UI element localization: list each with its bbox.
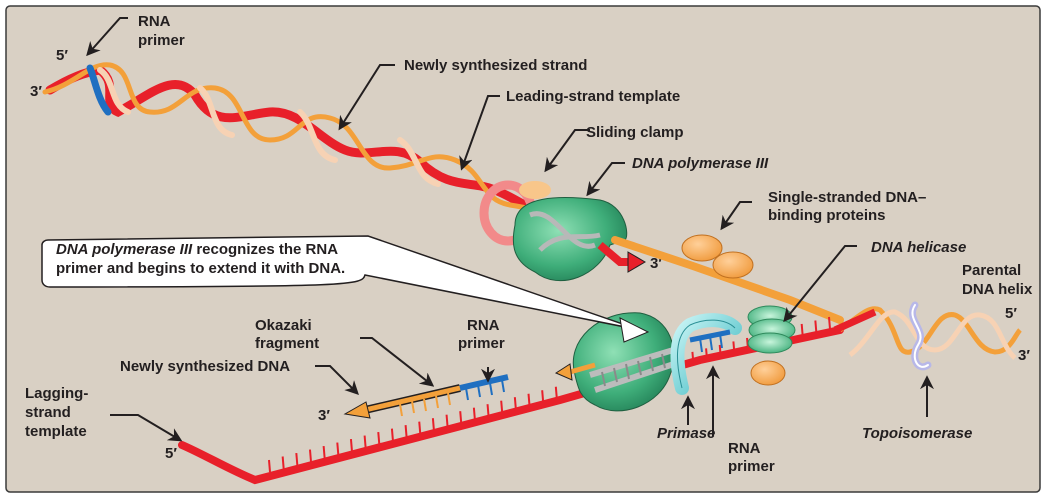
base-tick [268, 459, 271, 473]
label-ssb-1: Single-stranded DNA– [768, 189, 926, 206]
base-tick [541, 390, 545, 403]
label-rna-primer-bottom-1: RNA [728, 440, 761, 457]
leading-3-prime: 3′ [650, 255, 662, 272]
label-dna-polymerase-iii: DNA polymerase III [632, 155, 769, 172]
dna-helicase [747, 305, 796, 354]
label-leading-strand-template: Leading-strand template [506, 88, 680, 105]
callout-text: DNA polymerase III recognizes the RNA pr… [56, 240, 386, 278]
base-tick [527, 393, 531, 406]
parental-3-prime: 3′ [1018, 347, 1030, 364]
label-lagging-1: Lagging- [25, 385, 88, 402]
label-sliding-clamp: Sliding clamp [586, 124, 684, 141]
lagging-5-prime: 5′ [165, 445, 177, 462]
label-newly-synthesized-strand: Newly synthesized strand [404, 57, 587, 74]
callout-arrowhead [619, 317, 650, 343]
base-tick [336, 442, 340, 455]
top-3-prime: 3′ [30, 83, 42, 100]
base-tick [281, 456, 285, 469]
label-okazaki-1: Okazaki [255, 317, 312, 334]
base-tick [349, 438, 353, 452]
label-rna-primer-mid-2: primer [458, 335, 505, 352]
parental-5-prime: 5′ [1005, 305, 1017, 322]
base-tick [500, 400, 504, 413]
callout-bubble [41, 235, 641, 331]
base-tick [459, 411, 463, 424]
label-rna-primer-top-2: primer [138, 32, 185, 49]
callout-italic: DNA polymerase III [56, 241, 193, 258]
primase [670, 313, 742, 395]
base-tick [377, 432, 381, 445]
leader-lines [86, 17, 934, 442]
dna-polymerase-iii-lagging [554, 312, 681, 412]
base-tick [691, 351, 695, 364]
label-rna-primer-bottom-2: primer [728, 458, 775, 475]
label-lagging-3: template [25, 423, 87, 440]
okazaki-3-prime: 3′ [318, 407, 330, 424]
label-primase: Primase [657, 425, 715, 442]
base-tick [363, 435, 367, 448]
base-tick [732, 341, 736, 354]
label-ssb-2: binding proteins [768, 207, 886, 224]
base-tick [404, 425, 408, 438]
base-tick [322, 445, 326, 459]
base-tick [445, 414, 449, 427]
leading-strand-helix [42, 62, 563, 221]
parental-dna-helix [833, 306, 1022, 360]
base-tick [486, 404, 490, 417]
leading-template-single-strand [611, 236, 844, 324]
base-tick [308, 449, 312, 462]
label-parental-2: DNA helix [962, 281, 1033, 298]
base-tick [295, 452, 299, 466]
base-tick [472, 407, 476, 420]
label-newly-synthesized-dna: Newly synthesized DNA [120, 358, 290, 375]
base-tick [718, 344, 722, 357]
base-tick [554, 386, 558, 399]
label-rna-primer-top-1: RNA [138, 13, 171, 30]
label-okazaki-2: fragment [255, 335, 319, 352]
rna-primer-top-segment [86, 64, 112, 116]
base-tick [390, 428, 394, 441]
base-tick [800, 323, 804, 337]
base-tick [746, 337, 750, 351]
base-tick [431, 418, 435, 431]
base-tick [418, 421, 422, 434]
single-strand-binding-proteins [681, 234, 786, 386]
callout-rest: recognizes the RNA primer and begins to … [56, 241, 346, 277]
base-tick [828, 316, 831, 330]
label-dna-helicase: DNA helicase [871, 239, 966, 256]
label-lagging-2: strand [25, 404, 71, 421]
base-tick [814, 320, 818, 333]
label-topoisomerase: Topoisomerase [862, 425, 972, 442]
label-rna-primer-mid-1: RNA [467, 317, 500, 334]
base-tick [513, 397, 517, 410]
label-parental-1: Parental [962, 262, 1021, 279]
base-tick [705, 348, 709, 361]
top-5-prime: 5′ [56, 47, 68, 64]
topoisomerase [909, 301, 932, 371]
